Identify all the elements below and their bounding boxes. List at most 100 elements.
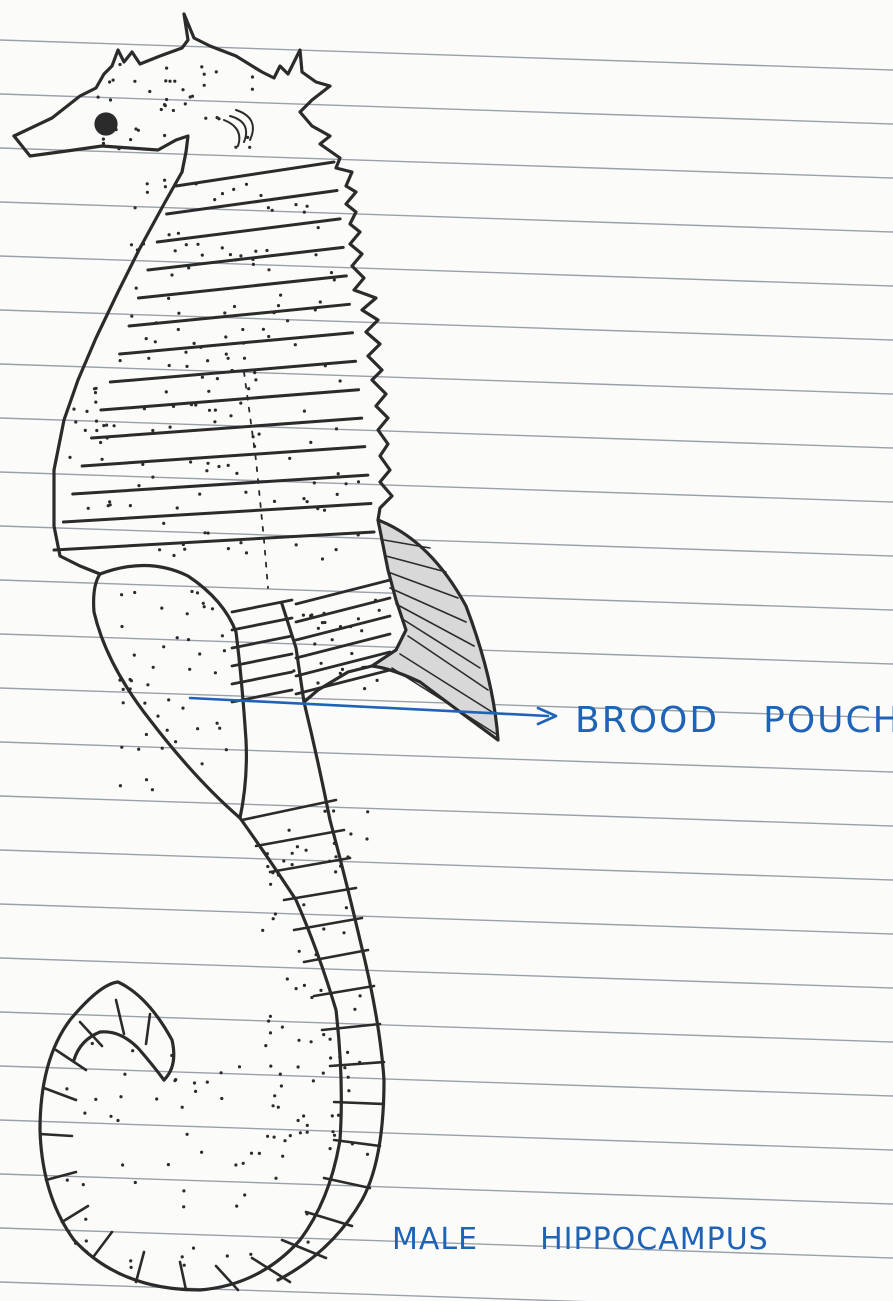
stipple-dot: [299, 1131, 302, 1134]
stipple-dot: [134, 206, 137, 209]
stipple-dot: [330, 271, 333, 274]
stipple-dot: [251, 75, 254, 78]
stipple-dot: [163, 134, 166, 137]
stipple-dot: [251, 88, 254, 91]
stipple-dot: [238, 1065, 241, 1068]
stipple-dot: [347, 1076, 350, 1079]
stipple-dot: [335, 548, 338, 551]
tail-ring: [136, 1252, 144, 1282]
stipple-dot: [343, 1066, 346, 1069]
stipple-dot: [239, 541, 242, 544]
stipple-dot: [117, 147, 120, 150]
stipple-dot: [244, 491, 247, 494]
stipple-dot: [142, 242, 145, 245]
stipple-dot: [252, 435, 255, 438]
stipple-dot: [323, 509, 326, 512]
stipple-dot: [280, 1084, 283, 1087]
stipple-dot: [160, 108, 163, 111]
stipple-dot: [265, 249, 268, 252]
stipple-dot: [312, 1079, 315, 1082]
stipple-dot: [365, 837, 368, 840]
stipple-dot: [129, 504, 132, 507]
stipple-dot: [283, 1139, 286, 1142]
stipple-dot: [137, 484, 140, 487]
stipple-dot: [170, 1054, 173, 1057]
stipple-dot: [151, 429, 154, 432]
brood-pouch-label-word-1: BROOD: [575, 700, 719, 741]
stipple-dot: [333, 842, 336, 845]
stipple-dot: [277, 874, 280, 877]
stipple-dot: [317, 226, 320, 229]
stipple-dot: [333, 1134, 336, 1137]
stipple-dot: [87, 507, 90, 510]
stipple-dot: [74, 420, 77, 423]
stipple-dot: [85, 1239, 88, 1242]
stipple-dot: [226, 1254, 229, 1257]
stipple-dot: [182, 1205, 185, 1208]
stipple-dot: [319, 989, 322, 992]
stipple-dot: [84, 1218, 87, 1221]
stipple-dot: [297, 1065, 300, 1068]
stipple-dot: [119, 1095, 122, 1098]
stipple-dot: [357, 617, 360, 620]
stipple-dot: [200, 1151, 203, 1154]
stipple-dot: [357, 480, 360, 483]
stipple-dot: [182, 543, 185, 546]
stipple-dot: [172, 109, 175, 112]
stipple-dot: [243, 1193, 246, 1196]
stipple-dot: [310, 1040, 313, 1043]
stipple-dot: [266, 852, 269, 855]
stipple-dot: [129, 687, 132, 690]
stipple-dot: [191, 95, 194, 98]
stipple-dot: [85, 410, 88, 413]
stipple-dot: [227, 547, 230, 550]
diagram-caption: MALEHIPPOCAMPUS: [392, 1222, 769, 1257]
stipple-dot: [306, 500, 309, 503]
stipple-dot: [350, 652, 353, 655]
stipple-dot: [302, 903, 305, 906]
stipple-dot: [313, 481, 316, 484]
stipple-dot: [239, 402, 242, 405]
brood-pouch-label: BROODPOUCH: [575, 700, 893, 741]
stipple-dot: [322, 1033, 325, 1036]
stipple-dot: [376, 679, 379, 682]
stipple-dot: [133, 654, 136, 657]
seahorse-tail-tip: [74, 1032, 164, 1080]
stipple-dot: [102, 142, 105, 145]
stipple-dot: [253, 371, 256, 374]
tail-ring: [330, 1062, 384, 1066]
stipple-dot: [234, 1163, 237, 1166]
stipple-dot: [187, 266, 190, 269]
stipple-dot: [105, 424, 108, 427]
stipple-dot: [183, 1264, 186, 1267]
stipple-dot: [123, 1073, 126, 1076]
stipple-dot: [231, 369, 234, 372]
stipple-dot: [145, 733, 148, 736]
stipple-dot: [245, 183, 248, 186]
stipple-dot: [94, 391, 97, 394]
stipple-dot: [314, 253, 317, 256]
stipple-dot: [163, 179, 166, 182]
stipple-dot: [119, 784, 122, 787]
stipple-dot: [85, 1250, 88, 1253]
stipple-dot: [195, 182, 198, 185]
stipple-dot: [192, 1247, 195, 1250]
stipple-dot: [145, 337, 148, 340]
stipple-dot: [349, 832, 352, 835]
stipple-dot: [134, 127, 137, 130]
stipple-dot: [193, 1081, 196, 1084]
stipple-dot: [316, 681, 319, 684]
stipple-dot: [113, 424, 116, 427]
stipple-dot: [272, 917, 275, 920]
stipple-dot: [135, 287, 138, 290]
stipple-dot: [322, 612, 325, 615]
stipple-dot: [335, 427, 338, 430]
stipple-dot: [184, 102, 187, 105]
stipple-dot: [168, 233, 171, 236]
stipple-dot: [119, 359, 122, 362]
stipple-dot: [374, 599, 377, 602]
stipple-dot: [95, 429, 98, 432]
stipple-dot: [172, 405, 175, 408]
stipple-dot: [120, 593, 123, 596]
stipple-dot: [120, 746, 123, 749]
